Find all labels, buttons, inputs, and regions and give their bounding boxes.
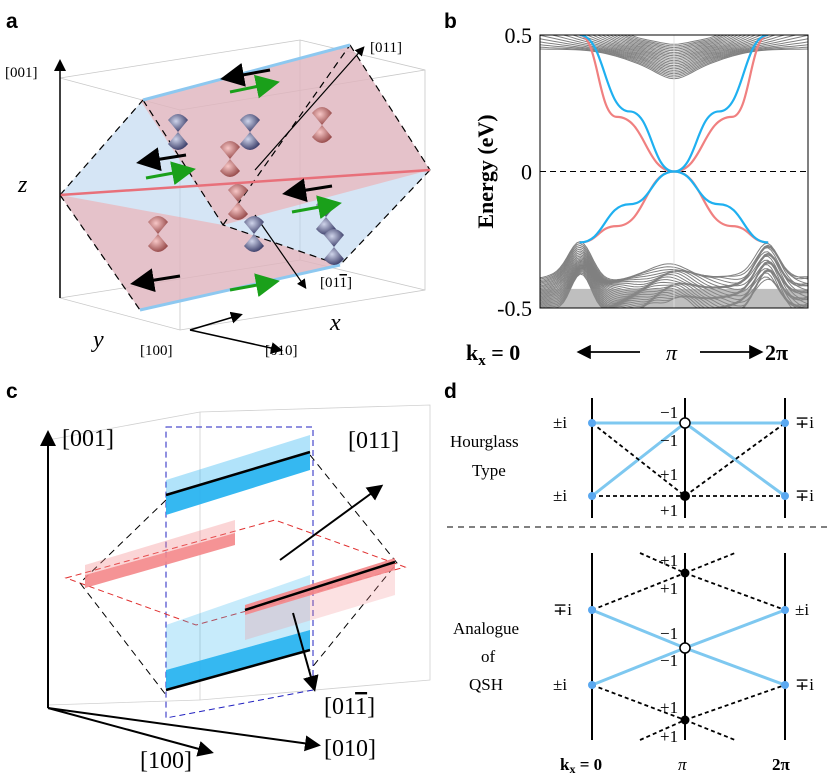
surface-state-3 xyxy=(579,35,769,244)
cone-blue-1 xyxy=(168,114,188,150)
panel-a: a [001] [011] [011] [100] [010] z y x xyxy=(5,10,431,359)
label-001-c: [001] xyxy=(62,426,114,452)
bottom-mid-label-2: +1 xyxy=(660,579,678,598)
label-010: [010] xyxy=(265,343,298,359)
panel-c-label: c xyxy=(6,380,18,403)
label-011: [011] xyxy=(370,40,402,56)
spin-arrows xyxy=(130,62,342,298)
axis-100-arrow-c xyxy=(47,707,214,757)
kpoint-lines xyxy=(591,398,786,740)
top-right-label-2: ∓i xyxy=(795,486,814,505)
bottom-right-label-2: ∓i xyxy=(795,675,814,694)
axis-01bar1-arrow xyxy=(254,214,307,289)
ylabel-b: Energy (eV) xyxy=(473,114,498,228)
xtick-b-2pi: 2π xyxy=(765,340,788,365)
edge-top xyxy=(142,43,351,102)
top-mid-label-4: +1 xyxy=(660,501,678,520)
ytick-label-2: -0.5 xyxy=(497,296,532,321)
axis-010-arrow xyxy=(189,311,243,331)
edge-middle xyxy=(59,168,431,197)
label-01bar1: [011] xyxy=(320,275,352,291)
panel-c: c [001] [100] [010] [011] [011] xyxy=(6,380,431,774)
xtick-b-0: kx = 0 xyxy=(466,340,520,369)
panel-b-label: b xyxy=(444,10,457,33)
top-mid-label-3: +1 xyxy=(660,465,678,484)
axis-01bar1-arrow-c xyxy=(292,612,319,692)
top-left-label-2: ±i xyxy=(553,486,567,505)
hourglass-title-line2: Type xyxy=(472,461,506,480)
qsh-title: Analogue of QSH xyxy=(453,619,519,694)
blue-edge-bottom-c xyxy=(165,648,311,692)
blue-surface-bottom xyxy=(166,630,310,690)
bottom-left-label-2: ±i xyxy=(553,675,567,694)
red-plane-lower xyxy=(60,195,340,310)
bottom-mid-label-4: −1 xyxy=(660,651,678,670)
top-mid-label-1: −1 xyxy=(660,403,678,422)
dashed-planes-c xyxy=(79,454,398,696)
qsh-title-line1: Analogue xyxy=(453,619,519,638)
panel-b: b 0.5 0 -0.5 Energy (eV) kx = 0 π 2π xyxy=(444,10,809,369)
hourglass-diagram: ±i ±i ∓i ∓i −1 −1 +1 +1 xyxy=(553,403,814,520)
dirac-cones xyxy=(148,107,344,265)
label-z: z xyxy=(17,172,28,198)
blue-edge-top-c xyxy=(165,450,311,497)
cone-blue-2 xyxy=(240,114,260,150)
label-001: [001] xyxy=(5,65,38,81)
label-x: x xyxy=(329,310,341,336)
bottom-mid-label-5: +1 xyxy=(660,698,678,717)
qsh-diagram: ∓i ±i ±i ∓i +1 +1 −1 −1 +1 +1 xyxy=(553,551,814,746)
panel-a-label: a xyxy=(6,10,18,33)
label-010-c: [010] xyxy=(324,736,376,762)
ytick-label-1: 0 xyxy=(521,160,532,185)
d-xtick-0: kx = 0 xyxy=(560,755,602,776)
axis-100-arrow xyxy=(189,329,283,354)
panel-d: d Hourglass Type Analogue of QSH xyxy=(444,380,830,776)
qsh-title-line3: QSH xyxy=(469,675,503,694)
panel-d-label: d xyxy=(444,380,457,403)
axis-011-arrow-c xyxy=(279,484,384,561)
top-left-label-1: ±i xyxy=(553,413,567,432)
red-plane-c xyxy=(64,519,407,626)
bottom-right-label-1: ±i xyxy=(795,600,809,619)
surface-state-2 xyxy=(579,35,769,244)
cone-red-4 xyxy=(312,107,332,143)
red-plane-upper xyxy=(140,45,430,225)
top-right-label-1: ∓i xyxy=(795,413,814,432)
d-xtick-pi: π xyxy=(678,755,687,774)
bottom-mid-label-3: −1 xyxy=(660,624,678,643)
red-surface-left xyxy=(85,533,235,588)
red-edge-right-c xyxy=(244,560,396,612)
d-xtick-2pi: 2π xyxy=(772,755,791,774)
blue-surface-top-scatter xyxy=(166,435,310,495)
hourglass-title: Hourglass Type xyxy=(450,432,519,480)
xtick-b-pi: π xyxy=(666,340,678,365)
bottom-mid-label-6: +1 xyxy=(660,727,678,746)
cone-blue-3 xyxy=(244,216,264,252)
bottom-mid-label-1: +1 xyxy=(660,551,678,570)
red-surface-left-scatter xyxy=(85,520,235,575)
hourglass-title-line1: Hourglass xyxy=(450,432,519,451)
label-01bar1-c: [011] xyxy=(324,694,375,720)
ytick-label-0: 0.5 xyxy=(505,23,533,48)
label-y: y xyxy=(91,327,104,353)
top-mid-label-2: −1 xyxy=(660,431,678,450)
cone-blue-5 xyxy=(324,229,344,265)
blue-surface-top xyxy=(166,452,310,515)
axis-011-arrow xyxy=(254,46,365,171)
label-100: [100] xyxy=(140,343,173,359)
label-011-c: [011] xyxy=(348,428,399,454)
axis-010-arrow-c xyxy=(47,707,321,752)
qsh-title-line2: of xyxy=(481,647,496,666)
band-structure-chart: 0.5 0 -0.5 Energy (eV) kx = 0 π 2π xyxy=(466,23,809,369)
bottom-left-label-1: ∓i xyxy=(553,600,572,619)
label-100-c: [100] xyxy=(140,748,192,774)
cone-red-3 xyxy=(228,184,248,220)
cone-red-2 xyxy=(220,141,240,177)
cone-red-1 xyxy=(148,216,168,252)
red-surface-right-scatter xyxy=(245,558,395,640)
